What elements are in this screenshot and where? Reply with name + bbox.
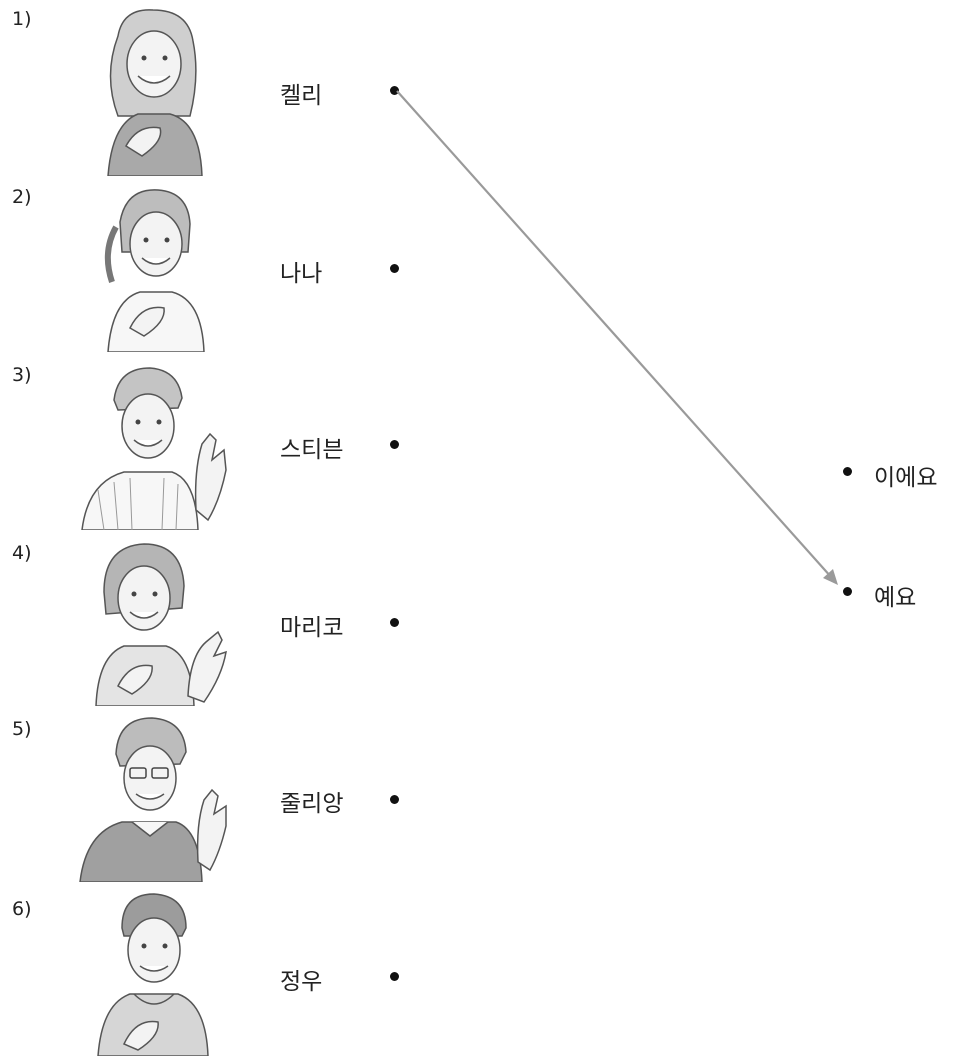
arrowhead xyxy=(823,569,838,585)
ending-label-2: 예요 xyxy=(874,585,917,611)
name-label-3: 스티븐 xyxy=(280,437,344,463)
ending-dot-2[interactable] xyxy=(843,587,852,596)
person-illustration-4 xyxy=(78,536,228,706)
name-dot-5[interactable] xyxy=(390,795,399,804)
person-illustration-5 xyxy=(78,712,228,882)
item-number-1: 1) xyxy=(12,8,32,30)
name-label-1: 켈리 xyxy=(280,83,323,109)
person-illustration-2 xyxy=(78,182,228,352)
item-number-6: 6) xyxy=(12,898,32,920)
item-number-2: 2) xyxy=(12,186,32,208)
name-dot-2[interactable] xyxy=(390,264,399,273)
name-dot-3[interactable] xyxy=(390,440,399,449)
name-dot-1[interactable] xyxy=(390,86,399,95)
name-dot-4[interactable] xyxy=(390,618,399,627)
name-dot-6[interactable] xyxy=(390,972,399,981)
person-illustration-1 xyxy=(78,6,228,176)
name-label-5: 줄리앙 xyxy=(280,791,344,817)
name-label-6: 정우 xyxy=(280,969,323,995)
name-label-2: 나나 xyxy=(280,261,323,287)
item-number-5: 5) xyxy=(12,718,32,740)
name-label-4: 마리코 xyxy=(280,615,344,641)
person-illustration-3 xyxy=(78,360,228,530)
item-number-4: 4) xyxy=(12,542,32,564)
ending-dot-1[interactable] xyxy=(843,467,852,476)
person-illustration-6 xyxy=(78,886,228,1056)
item-number-3: 3) xyxy=(12,364,32,386)
connector-line xyxy=(396,90,833,579)
ending-label-1: 이에요 xyxy=(874,465,938,491)
